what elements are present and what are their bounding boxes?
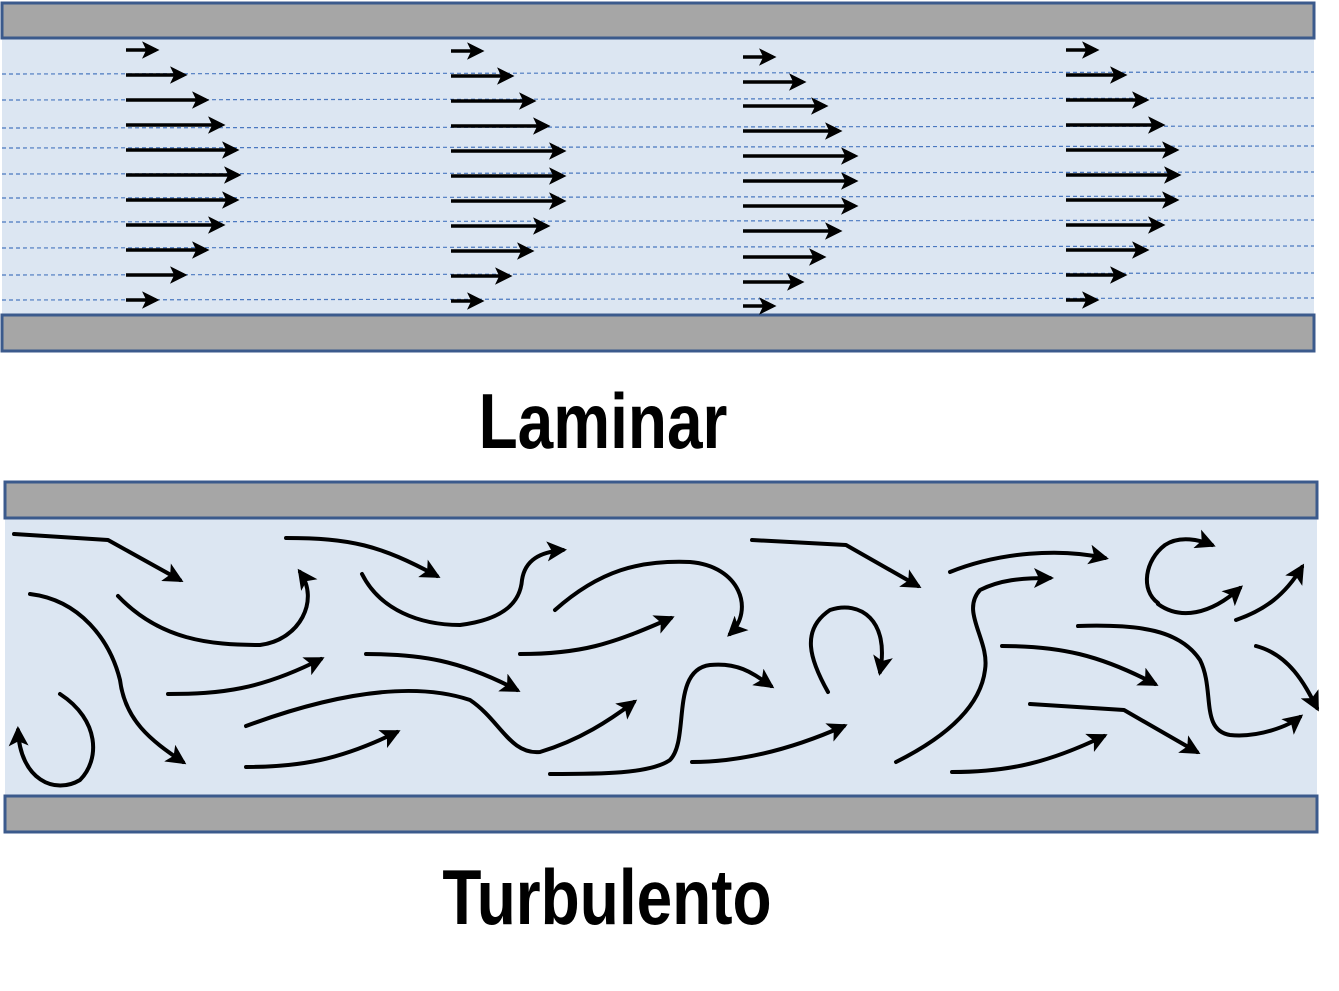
eddy-arrow bbox=[894, 568, 1054, 764]
streamline bbox=[1, 245, 1315, 249]
eddy-arrow bbox=[166, 657, 325, 696]
eddy-arrow bbox=[12, 532, 184, 582]
eddy-arrow bbox=[548, 662, 775, 776]
laminar-pipe bbox=[0, 1, 1316, 353]
eddy-arrow bbox=[360, 541, 567, 627]
eddy-arrow bbox=[1144, 529, 1216, 605]
turbulent-bottom-wall bbox=[3, 794, 1319, 834]
eddy-arrow bbox=[948, 544, 1109, 574]
eddy-arrow bbox=[116, 568, 318, 647]
turbulent-pipe bbox=[3, 480, 1319, 834]
eddy-arrow bbox=[28, 592, 187, 765]
eddy-arrow bbox=[1234, 563, 1305, 622]
eddy-arrow bbox=[284, 536, 441, 578]
streamline bbox=[1, 195, 1315, 199]
eddy-arrow bbox=[950, 733, 1108, 774]
eddy-arrow bbox=[244, 730, 401, 769]
eddy-arrow bbox=[1000, 644, 1159, 686]
laminar-bottom-wall bbox=[0, 313, 1316, 353]
eddy-arrow bbox=[8, 692, 95, 788]
eddy-arrow bbox=[1028, 702, 1201, 754]
laminar-top-wall bbox=[0, 1, 1316, 40]
eddy-arrow bbox=[1076, 623, 1304, 738]
turbulent-label: Turbulento bbox=[442, 853, 772, 941]
eddy-arrow bbox=[690, 723, 848, 764]
eddy-arrow bbox=[1156, 585, 1243, 616]
eddy-arrow bbox=[1254, 644, 1319, 712]
laminar-velocity-arrows bbox=[126, 41, 1182, 315]
turbulent-eddy-arrows bbox=[8, 529, 1319, 788]
streamline bbox=[1, 71, 1315, 75]
laminar-label: Laminar bbox=[478, 377, 728, 465]
eddy-arrow bbox=[244, 688, 638, 755]
eddy-arrow bbox=[808, 605, 893, 694]
eddy-arrow bbox=[518, 615, 675, 656]
eddy-arrow bbox=[364, 652, 521, 692]
streamline bbox=[1, 145, 1315, 149]
turbulent-top-wall bbox=[3, 480, 1319, 520]
eddy-arrow bbox=[553, 559, 749, 637]
eddy-arrow bbox=[750, 538, 922, 588]
turbulent-fluid-region bbox=[5, 517, 1317, 797]
